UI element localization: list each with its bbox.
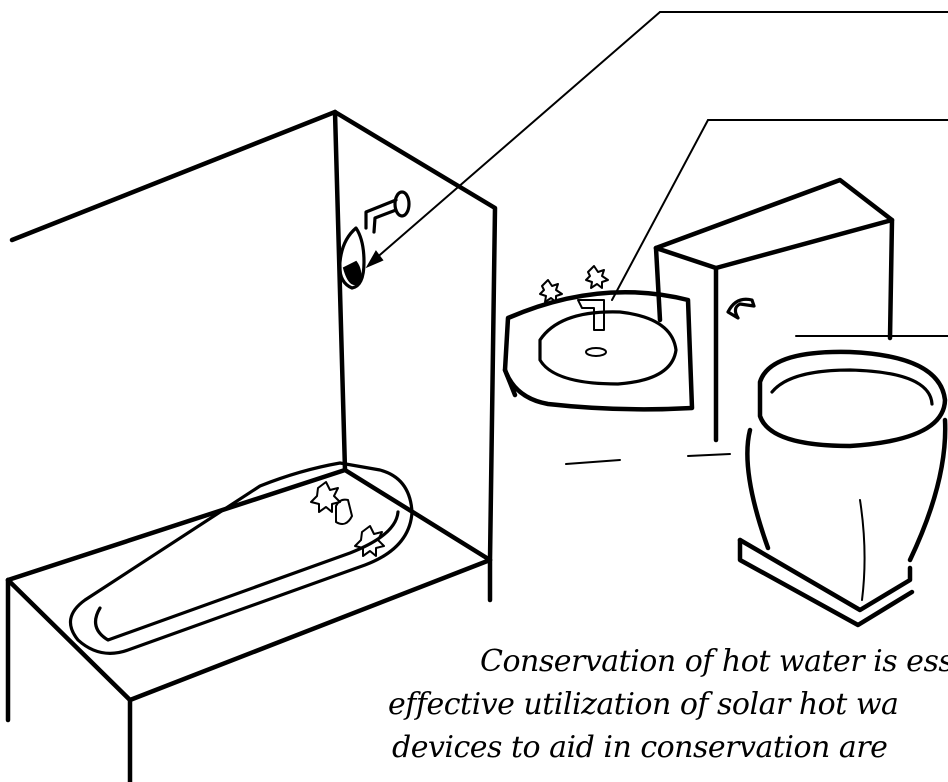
shower-head-icon [340,192,409,288]
floor-lines [566,454,730,464]
tub-spout-icon [336,500,352,524]
toilet-bowl [740,352,945,625]
tub-handle-cold-icon [355,526,384,556]
caption-line-2: effective utilization of solar hot wa [388,683,948,726]
caption-line-1: Conservation of hot water is ess [480,640,948,683]
sink [505,266,692,409]
room-outline [12,112,335,240]
caption: Conservation of hot water is ess effecti… [388,640,948,769]
sink-callout [612,120,948,300]
caption-line-3: devices to aid in conservation are [392,726,948,769]
shower-wall [335,112,495,560]
sink-handle-right-icon [586,266,608,288]
flush-handle-icon [728,299,754,318]
